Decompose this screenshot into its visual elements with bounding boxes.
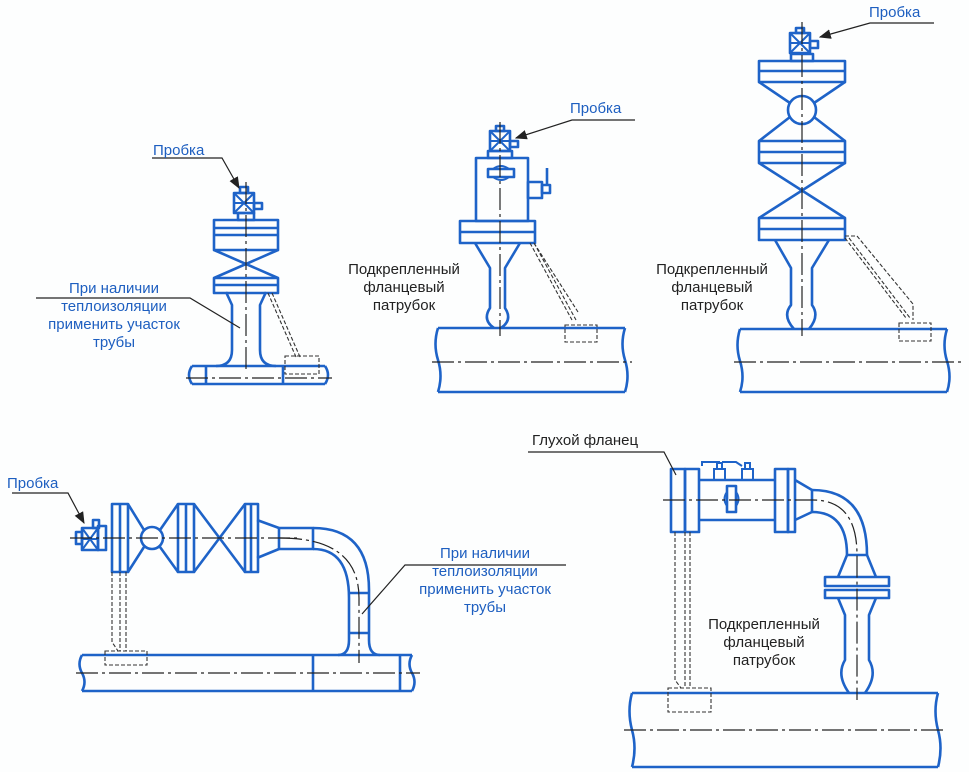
support-brace [111,572,127,652]
support-brace [267,292,301,358]
reducer [794,478,813,522]
fig4-insulation-note: При наличии теплоизоляции применить учас… [405,545,565,617]
note-line: При наличии [69,280,159,297]
note-line: фланцевый [671,279,753,296]
note-line: трубы [92,334,136,351]
reducer [256,518,280,560]
fig4-plug-label: Пробка [7,475,59,492]
support-pad [104,650,148,666]
support-pad [564,324,598,343]
figure-1 [36,157,332,386]
note-line: трубы [463,599,507,616]
main-pipe [76,653,420,693]
support-brace [674,532,691,689]
main-pipe [432,326,632,394]
plug-icon [486,124,520,160]
main-pipe [186,364,332,386]
plug-icon [74,518,108,552]
fig5-nozzle-label: Подкрепленный фланцевый патрубок [694,616,834,670]
fig1-plug-label: Пробка [153,142,205,159]
plug-icon [232,185,264,222]
figure-4 [12,492,566,693]
main-pipe [624,691,946,769]
note-line: патрубок [680,297,744,314]
valve-ball [758,80,846,143]
support-pad [284,355,320,375]
note-line: Подкрепленный [708,616,820,633]
note-line: Подкрепленный [348,261,460,278]
fig3-nozzle-label: Подкрепленный фланцевый патрубок [642,261,782,315]
support-brace [529,242,579,321]
support-pad [667,687,712,713]
fig5-blind-flange-label: Глухой фланец [532,432,639,449]
pipe-bend [811,488,869,556]
note-line: теплоизоляции [61,298,167,315]
valve-ball [126,503,180,573]
support-brace [844,235,914,320]
fig3-plug-label: Пробка [869,4,921,21]
note-line: Подкрепленный [656,261,768,278]
main-pipe [734,327,964,394]
support-pad [898,322,932,342]
note-line: патрубок [372,297,436,314]
branch-nozzle [215,291,277,368]
note-line: применить участок [48,316,180,333]
figure-5 [528,451,946,769]
fig2-plug-label: Пробка [570,100,622,117]
branch-nozzle [773,239,831,330]
note-line: При наличии [440,545,530,562]
branch-nozzle [473,242,522,330]
reducer-lower [836,554,878,578]
plug-icon [788,26,820,63]
flange [458,219,537,245]
note-line: теплоизоляции [432,563,538,580]
note-line: применить участок [419,581,551,598]
note-line: фланцевый [363,279,445,296]
figure-2 [432,119,635,394]
note-line: патрубок [732,652,796,669]
valve-body [474,156,552,223]
fig1-insulation-note: При наличии теплоизоляции применить учас… [36,280,192,352]
fig2-nozzle-label: Подкрепленный фланцевый патрубок [334,261,474,315]
spool-body [699,478,775,522]
branch-nozzle [836,597,878,694]
pipe-bend [312,526,381,657]
note-line: фланцевый [723,634,805,651]
valve-actuator [701,461,754,514]
figure-3 [734,22,964,394]
